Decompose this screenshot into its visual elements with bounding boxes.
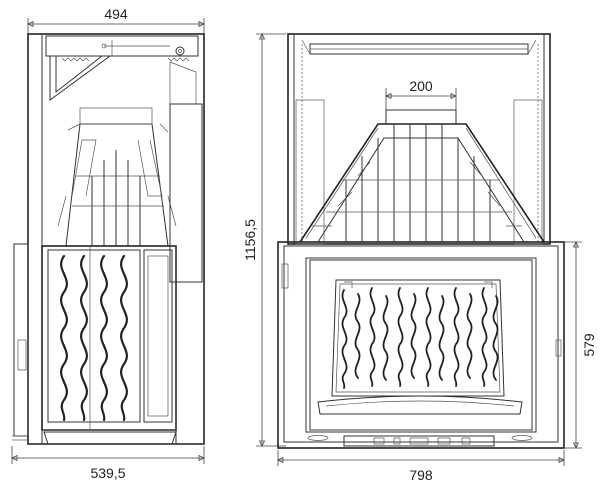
side-panel (169, 103, 203, 283)
side-view: 494 (11, 6, 205, 481)
front-bottom-width-label: 798 (409, 467, 433, 483)
front-height-dimension: 1156,5 (242, 33, 286, 447)
front-door-height-dimension: 579 (564, 241, 597, 449)
front-door (277, 241, 565, 449)
front-upper-frame (287, 33, 551, 245)
side-firebox (12, 243, 177, 445)
side-hood (57, 107, 177, 247)
front-hood-dimension: 200 (385, 78, 457, 122)
front-hood-width-label: 200 (409, 78, 433, 94)
side-bottom-dimension: 539,5 (11, 446, 205, 481)
front-height-label: 1156,5 (242, 219, 258, 261)
side-top-dimension: 494 (27, 6, 205, 40)
front-view: 1156,5 200 (242, 33, 597, 483)
front-bottom-dimension: 798 (277, 450, 565, 483)
side-bottom-width-label: 539,5 (90, 465, 125, 481)
front-door-height-label: 579 (581, 333, 597, 357)
side-top-bracket (45, 35, 199, 105)
front-top-bar (301, 39, 537, 55)
front-hood (299, 109, 545, 243)
side-top-width-label: 494 (104, 6, 128, 22)
